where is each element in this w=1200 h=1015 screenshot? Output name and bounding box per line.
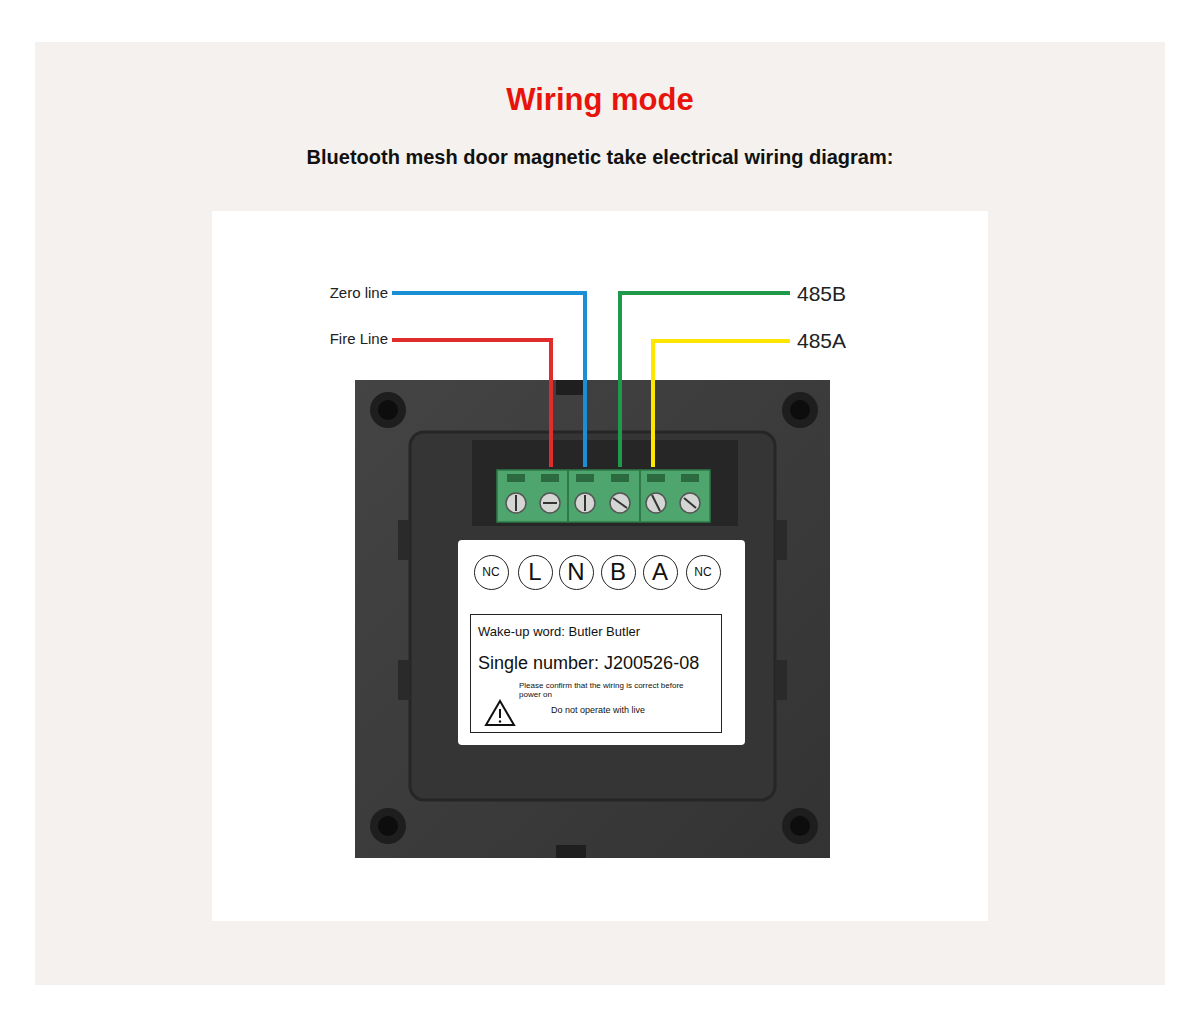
title-text: Wiring mode — [0, 82, 1200, 118]
wire-label: Fire Line — [330, 330, 388, 347]
subtitle-text: Bluetooth mesh door magnetic take electr… — [0, 146, 1200, 169]
terminal-circle: L — [518, 555, 553, 590]
terminal-circle: N — [559, 555, 594, 590]
wire-label: Zero line — [330, 284, 388, 301]
terminal-letter: NC — [694, 566, 711, 578]
sticker-text: Please confirm that the wiring is correc… — [519, 681, 699, 699]
sticker-text: Single number: J200526-08 — [478, 653, 714, 674]
terminal-letter: NC — [482, 566, 499, 578]
terminal-circle: B — [601, 555, 636, 590]
sticker-text: Wake-up word: Butler Butler — [478, 624, 714, 639]
terminal-letter: L — [528, 560, 541, 584]
terminal-circle: NC — [686, 555, 721, 590]
terminal-letter: B — [610, 560, 626, 584]
terminal-circle: A — [643, 555, 678, 590]
sticker-box: Wake-up word: Butler ButlerSingle number… — [470, 614, 722, 733]
terminal-letter: A — [652, 560, 668, 584]
terminal-letter: N — [567, 560, 584, 584]
sticker-text: Do not operate with live — [551, 705, 714, 715]
signal-label: 485B — [797, 282, 846, 306]
signal-label: 485A — [797, 329, 846, 353]
terminal-circle: NC — [474, 555, 509, 590]
